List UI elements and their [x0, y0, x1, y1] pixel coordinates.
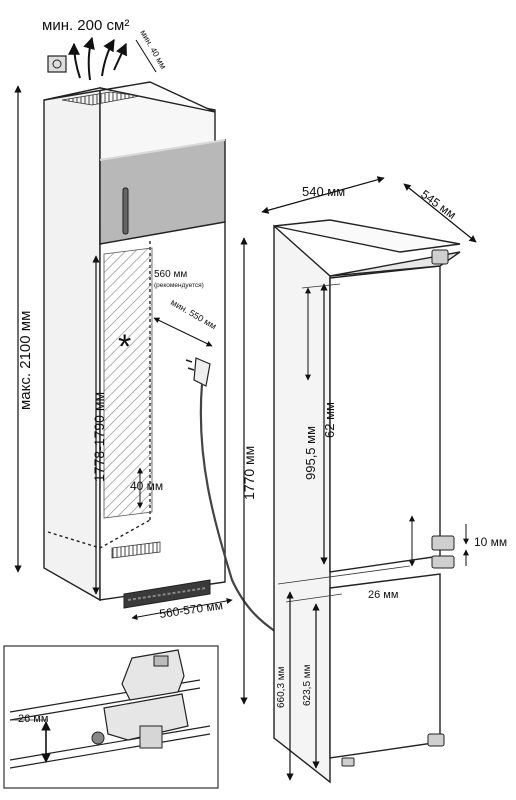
asterisk-mark: * [118, 328, 131, 366]
power-socket-icon [47, 55, 67, 73]
niche-height-label: макс. 2100 мм [17, 311, 34, 410]
hinge-gap-label: 10 мм [474, 535, 507, 549]
hinge-icon [427, 249, 455, 747]
niche-depth-note: (рекомендуется) [154, 282, 204, 289]
lower-b-label: 623,5 мм [302, 664, 313, 706]
door-handle-icon [122, 187, 129, 235]
hinge-offset-label: 62 мм [322, 402, 337, 438]
top-vent-grille [61, 91, 141, 106]
hatched-side-area [103, 247, 153, 519]
niche-inner-height-label: 1778-1790 мм [91, 392, 107, 482]
vent-arrows-icon [68, 36, 127, 81]
niche-depth-label: 560 мм [154, 269, 187, 280]
detail-offset-label: 26 мм [18, 713, 48, 725]
appliance-depth-label: 545 мм [418, 187, 458, 222]
lower-a-label: 660,3 мм [276, 666, 287, 708]
niche-width-label: 560-570 мм [158, 598, 223, 621]
power-plug-icon [185, 357, 211, 387]
detail-inset: 26 мм [3, 645, 219, 789]
vent-area-label: мин. 200 см² [42, 17, 129, 34]
bottom-vent-grille [111, 541, 161, 559]
side-gap-label: 40 мм [130, 479, 163, 493]
power-cable [199, 383, 277, 633]
upper-section-label: 995,5 мм [303, 426, 318, 480]
appliance-height-label: 1770 мм [241, 446, 257, 500]
middle-offset-label: 26 мм [368, 589, 398, 601]
appliance-width-label: 540 мм [302, 184, 345, 199]
vent-gap-label: мин. 40 мм [138, 28, 168, 71]
